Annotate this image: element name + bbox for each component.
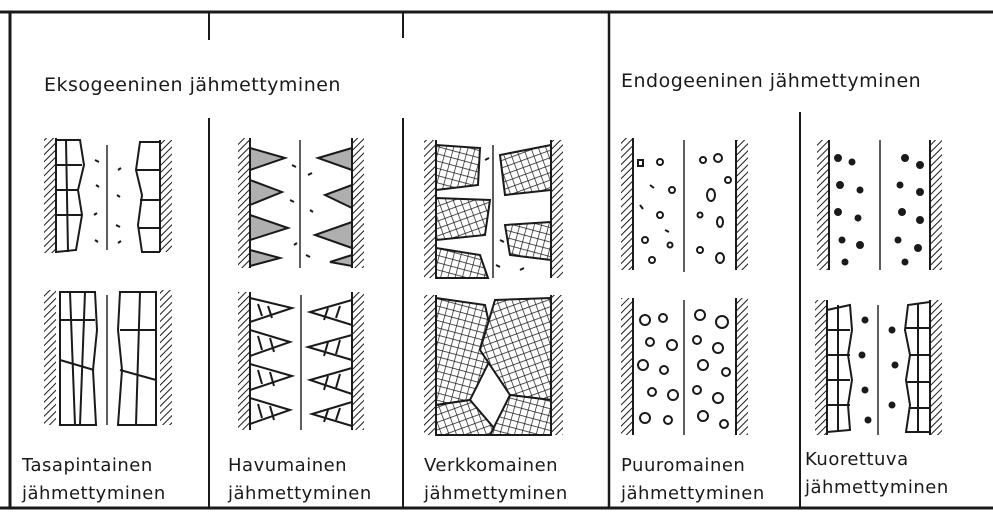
caption-puuromainen: Puuromainen jähmettyminen <box>621 452 765 508</box>
caption-name: Kuorettuva <box>805 446 949 474</box>
diagram-kuorettuva <box>815 140 942 435</box>
caption-sub: jähmettyminen <box>228 480 372 508</box>
caption-verkkomainen: Verkkomainen jähmettyminen <box>424 452 568 508</box>
caption-name: Verkkomainen <box>424 452 568 480</box>
diagram-tasapintainen <box>44 138 172 425</box>
diagram-puuromainen <box>621 138 748 435</box>
diagram-havumainen <box>238 138 364 430</box>
exogenous-group-label: Eksogeeninen jähmettyminen <box>44 72 341 98</box>
caption-tasapintainen: Tasapintainen jähmettyminen <box>22 452 166 508</box>
caption-name: Puuromainen <box>621 452 765 480</box>
caption-sub: jähmettyminen <box>424 480 568 508</box>
caption-name: Tasapintainen <box>22 452 166 480</box>
diagram-verkkomainen <box>424 140 563 435</box>
caption-kuorettuva: Kuorettuva jähmettyminen <box>805 446 949 502</box>
shell-particles-top <box>835 155 923 265</box>
caption-sub: jähmettyminen <box>22 480 166 508</box>
caption-sub: jähmettyminen <box>621 480 765 508</box>
caption-sub: jähmettyminen <box>805 474 949 502</box>
caption-name: Havumainen <box>228 452 372 480</box>
caption-havumainen: Havumainen jähmettyminen <box>228 452 372 508</box>
endogenous-group-label: Endogeeninen jähmettyminen <box>621 68 921 94</box>
